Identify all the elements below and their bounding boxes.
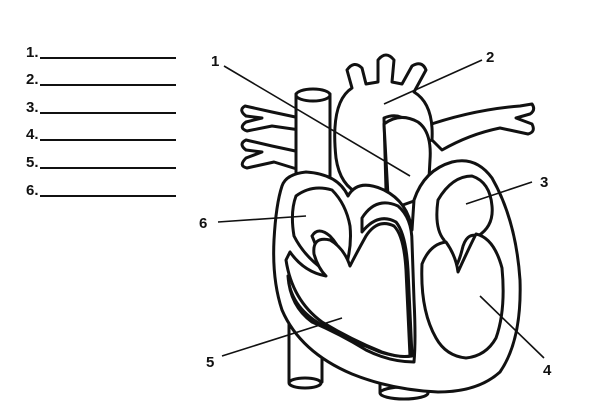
answer-blank-2[interactable]: 2. [26,65,186,87]
answer-blank-number: 6. [26,182,39,199]
callout-line-2 [383,59,483,105]
answer-blank-6[interactable]: 6. [26,176,186,198]
callout-label-1: 1 [211,53,219,70]
answer-blank-number: 2. [26,71,39,88]
left-ventricle-chamber [420,232,505,360]
answer-blank-line [40,57,176,59]
right-ventricle-chamber [284,222,412,358]
left-pulmonary-branch-lower [240,138,302,172]
answer-blank-4[interactable]: 4. [26,120,186,142]
answer-blank-line [40,167,176,169]
right-pulmonary-branch [418,102,536,152]
right-atrium-inner [290,186,352,272]
callout-label-4: 4 [543,362,552,379]
answer-blank-number: 1. [26,44,39,61]
pulmonary-trunk [382,116,432,208]
answer-blank-1[interactable]: 1. [26,38,186,60]
answer-blank-3[interactable]: 3. [26,93,186,115]
superior-vena-cava-opening [294,87,332,103]
callout-label-3: 3 [540,174,548,191]
answer-blank-line [40,84,176,86]
callout-line-1 [223,65,411,177]
callout-line-5 [221,317,343,357]
answer-blank-line [40,195,176,197]
inferior-vena-cava-opening [287,376,323,390]
answer-blank-line [40,139,176,141]
callout-label-2: 2 [486,49,494,66]
answer-blank-number: 3. [26,99,39,116]
callout-line-6 [217,215,307,223]
callout-line-4 [479,295,545,359]
answer-blank-number: 4. [26,126,39,143]
left-pulmonary-branch-upper [240,104,302,133]
septum [286,201,417,364]
callout-label-6: 6 [199,215,207,232]
callout-label-5: 5 [206,354,214,371]
answer-blank-line [40,112,176,114]
callout-line-3 [465,181,533,205]
answer-blank-5[interactable]: 5. [26,148,186,170]
answer-blank-number: 5. [26,154,39,171]
